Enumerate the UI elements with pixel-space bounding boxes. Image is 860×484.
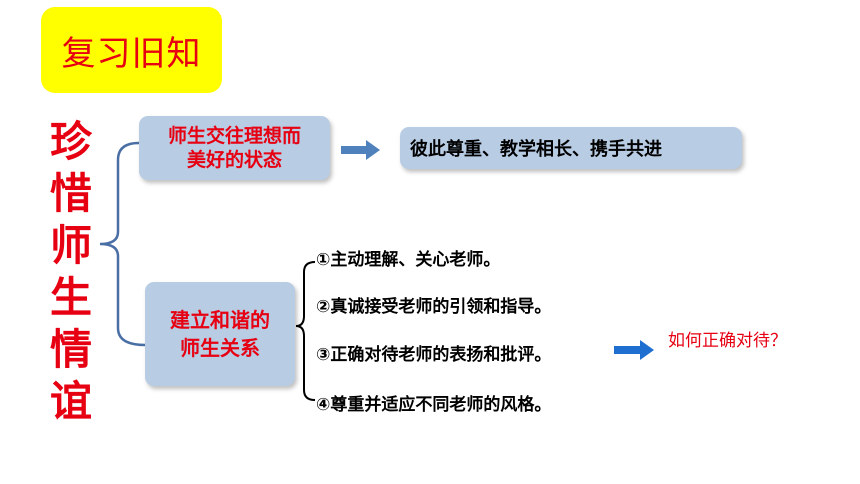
arrow-right-icon (341, 140, 380, 160)
question-label: 如何正确对待？ (668, 331, 787, 351)
topic-char: 谊 (49, 377, 92, 426)
method-item: ④尊重并适应不同老师的风格。 (316, 395, 552, 415)
result-label: 彼此尊重、教学相长、携手共进 (410, 139, 662, 160)
topic-char: 师 (49, 221, 92, 270)
method-item: ②真诚接受老师的引领和指导。 (316, 297, 552, 317)
arrow-right-icon (614, 340, 654, 360)
list-bracket (295, 261, 316, 401)
title-badge-label: 复习旧知 (61, 33, 202, 74)
topic-vertical-title: 珍 惜 师 生 情 谊 (44, 116, 98, 428)
topic-char: 惜 (49, 169, 92, 218)
topic-char: 生 (49, 273, 92, 322)
main-bracket (99, 141, 146, 347)
ideal-state-label: 师生交往理想而 美好的状态 (168, 124, 301, 172)
harmony-label: 建立和谐的 师生关系 (170, 306, 270, 362)
method-item: ③正确对待老师的表扬和批评。 (316, 345, 552, 365)
title-badge: 复习旧知 (41, 7, 222, 93)
result-box: 彼此尊重、教学相长、携手共进 (400, 127, 742, 169)
method-item: ①主动理解、关心老师。 (316, 250, 501, 270)
harmony-line2: 师生关系 (180, 336, 260, 360)
ideal-state-box: 师生交往理想而 美好的状态 (139, 116, 330, 180)
topic-char: 情 (49, 325, 92, 374)
harmony-box: 建立和谐的 师生关系 (145, 282, 295, 386)
topic-char: 珍 (49, 117, 92, 166)
ideal-state-line2: 美好的状态 (186, 149, 282, 171)
ideal-state-line1: 师生交往理想而 (167, 125, 301, 147)
harmony-line1: 建立和谐的 (170, 308, 270, 332)
